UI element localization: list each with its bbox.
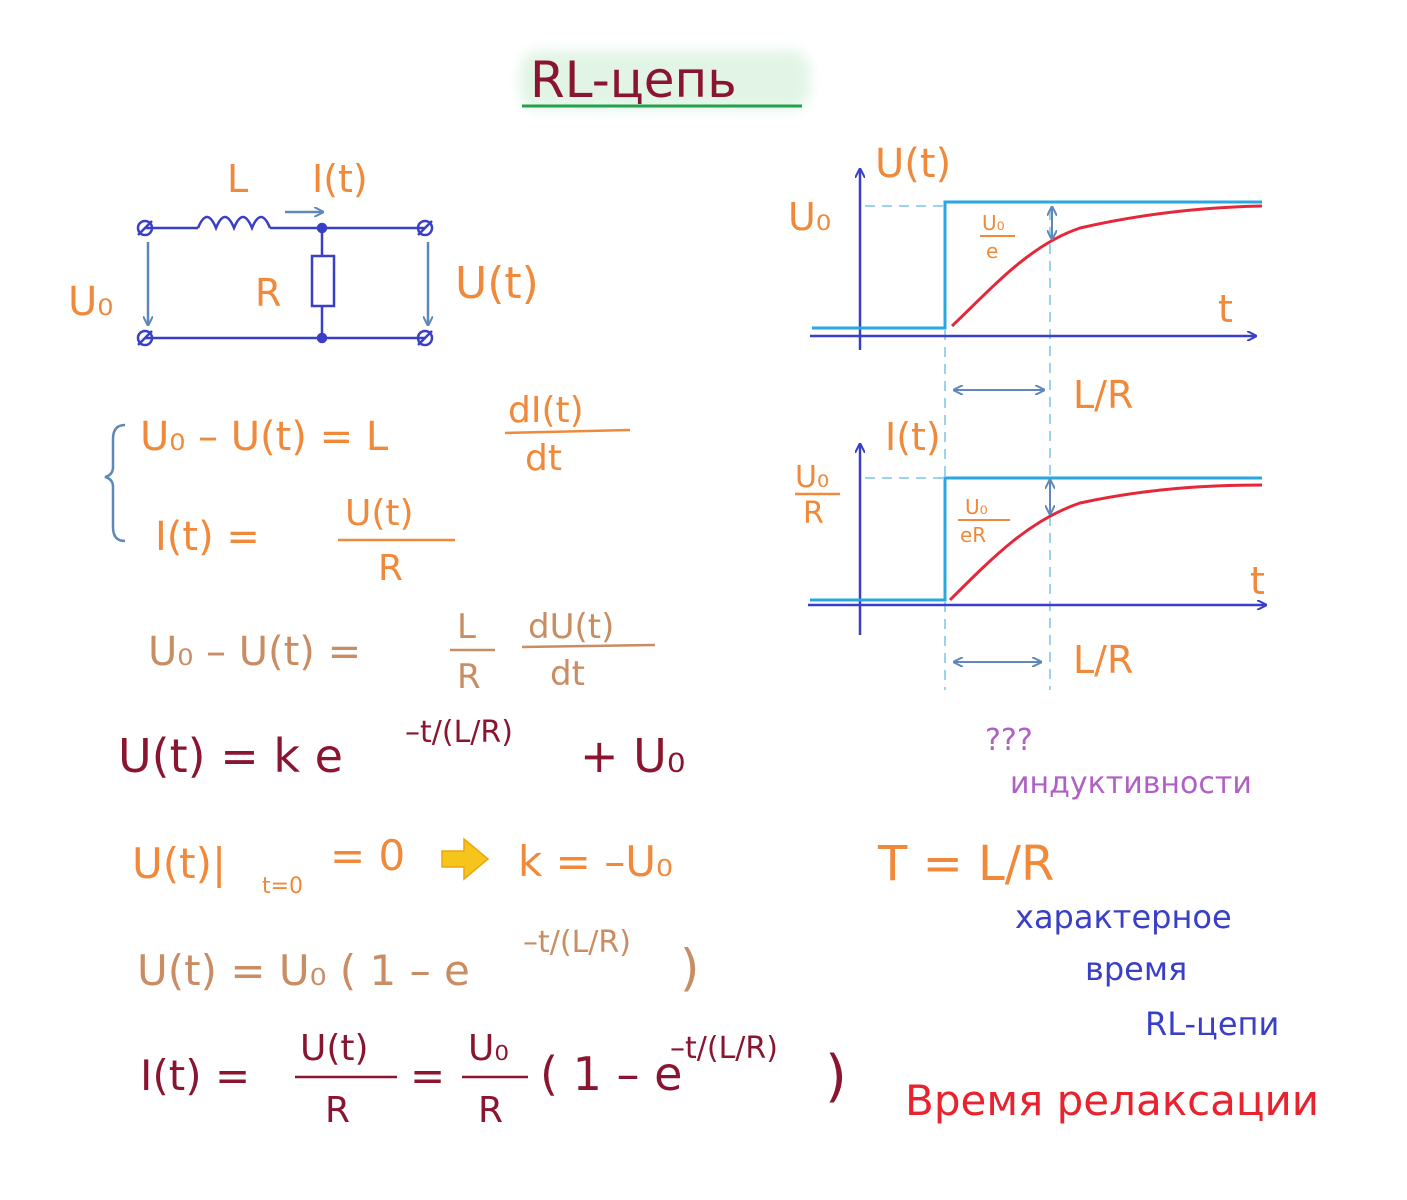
eq3-num-du: dU(t): [528, 607, 614, 647]
eq3-bar-2: [521, 643, 656, 649]
note-inductance: индуктивности: [1010, 766, 1252, 801]
label-current: I(t): [312, 157, 368, 201]
u-axis-label: U(t): [875, 141, 951, 187]
equation-3: U₀ – U(t) = L R dU(t) dt: [148, 607, 656, 697]
equation-4: U(t) = k e –t/(L/R) + U₀: [118, 715, 685, 783]
i-input-step: [810, 476, 1262, 602]
u-input-step: [812, 200, 1262, 330]
eq7-lhs: I(t) =: [140, 1051, 250, 1100]
note-relaxation-time: Время релаксации: [905, 1076, 1319, 1125]
note-rl-circuit: RL-цепи: [1145, 1005, 1279, 1043]
label-resistor: R: [255, 271, 281, 315]
eq3-den-dt: dt: [550, 654, 585, 694]
equation-6: U(t) = U₀ ( 1 – e –t/(L/R) ): [137, 925, 700, 997]
i-axis-label: I(t): [885, 415, 941, 459]
eq7-num-2: U₀: [468, 1028, 509, 1069]
eq7-exponent: –t/(L/R): [670, 1031, 778, 1066]
notes: ??? индуктивности T = L/R характерное вр…: [877, 723, 1319, 1125]
note-question: ???: [985, 723, 1033, 758]
eq2-lhs: I(t) =: [155, 514, 260, 560]
i-level-numerator: U₀: [795, 460, 829, 495]
eq2-denominator: R: [378, 548, 403, 589]
node-top: [316, 222, 328, 234]
graph-voltage: U(t) U₀ U₀ e t L/R: [788, 141, 1263, 417]
title-highlight: [520, 50, 810, 110]
i-gap-denominator: eR: [960, 523, 986, 547]
eq7-num-1: U(t): [300, 1028, 369, 1069]
circuit-diagram: [136, 215, 434, 347]
eq6-main: U(t) = U₀ ( 1 – e: [137, 946, 470, 995]
u-gap-denominator: e: [986, 239, 998, 263]
eq4-exponent: –t/(L/R): [405, 715, 513, 750]
eq4-main: U(t) = k e: [118, 729, 343, 783]
terminal-bottom-right: [416, 329, 434, 347]
system-brace: [104, 423, 126, 543]
note-characteristic: характерное: [1015, 898, 1232, 936]
eq7-equals: =: [410, 1051, 445, 1100]
label-inductor: L: [227, 157, 248, 201]
i-time-label: t: [1250, 559, 1265, 603]
resistor-body: [310, 254, 336, 308]
implies-arrow-icon: [441, 837, 490, 881]
label-source-voltage: U₀: [68, 279, 113, 325]
i-level-denominator: R: [803, 496, 824, 531]
eq3-lhs: U₀ – U(t) =: [148, 629, 361, 675]
title-block: RL-цепь: [520, 50, 810, 110]
eq1-lhs: U₀ – U(t) = L: [140, 414, 389, 460]
page-title: RL-цепь: [530, 51, 737, 109]
terminal-bottom-left: [136, 329, 154, 347]
i-response-curve: [948, 483, 1263, 602]
u-response-curve: [950, 204, 1263, 328]
u-level-label: U₀: [788, 195, 831, 239]
terminal-top-right: [416, 219, 434, 237]
graph-current: I(t) U₀ R U₀ eR t L/R: [795, 415, 1265, 682]
eq1-fraction-bar: [504, 428, 631, 435]
eq5-subscript: t=0: [262, 874, 303, 899]
eq5-result: k = –U₀: [518, 837, 673, 886]
i-span-label: L/R: [1073, 638, 1133, 682]
equation-7: I(t) = U(t) R = U₀ R ( 1 – e –t/(L/R) ): [140, 1028, 847, 1131]
terminal-top-left: [136, 219, 154, 237]
eq1-denominator: dt: [525, 438, 562, 479]
u-gap-numerator: U₀: [982, 211, 1005, 235]
i-gap-numerator: U₀: [965, 495, 988, 519]
eq7-den-2: R: [478, 1090, 503, 1131]
equation-system-1: U₀ – U(t) = L dI(t) dt: [140, 390, 631, 479]
u-time-label: t: [1218, 287, 1233, 331]
eq6-exponent: –t/(L/R): [523, 925, 631, 960]
label-output-voltage: U(t): [455, 258, 539, 309]
eq2-numerator: U(t): [345, 493, 414, 534]
note-time: время: [1085, 950, 1187, 988]
eq5-rest: = 0: [330, 831, 405, 880]
equation-5: U(t)| t=0 = 0 k = –U₀: [132, 831, 673, 899]
eq3-den-r: R: [457, 657, 481, 697]
eq4-tail: + U₀: [580, 729, 685, 783]
eq6-close: ): [680, 939, 700, 997]
eq1-numerator: dI(t): [508, 390, 584, 431]
eq7-paren: ( 1 – e: [540, 1047, 682, 1101]
eq3-num-l: L: [457, 607, 476, 647]
eq5-main: U(t)|: [132, 839, 226, 888]
eq7-den-1: R: [325, 1090, 350, 1131]
eq7-close: ): [825, 1044, 847, 1109]
inductor-coil: [196, 215, 272, 232]
note-time-constant: T = L/R: [877, 836, 1054, 892]
node-bottom: [316, 332, 328, 344]
equation-system-2: I(t) = U(t) R: [155, 493, 455, 589]
u-span-label: L/R: [1073, 373, 1133, 417]
